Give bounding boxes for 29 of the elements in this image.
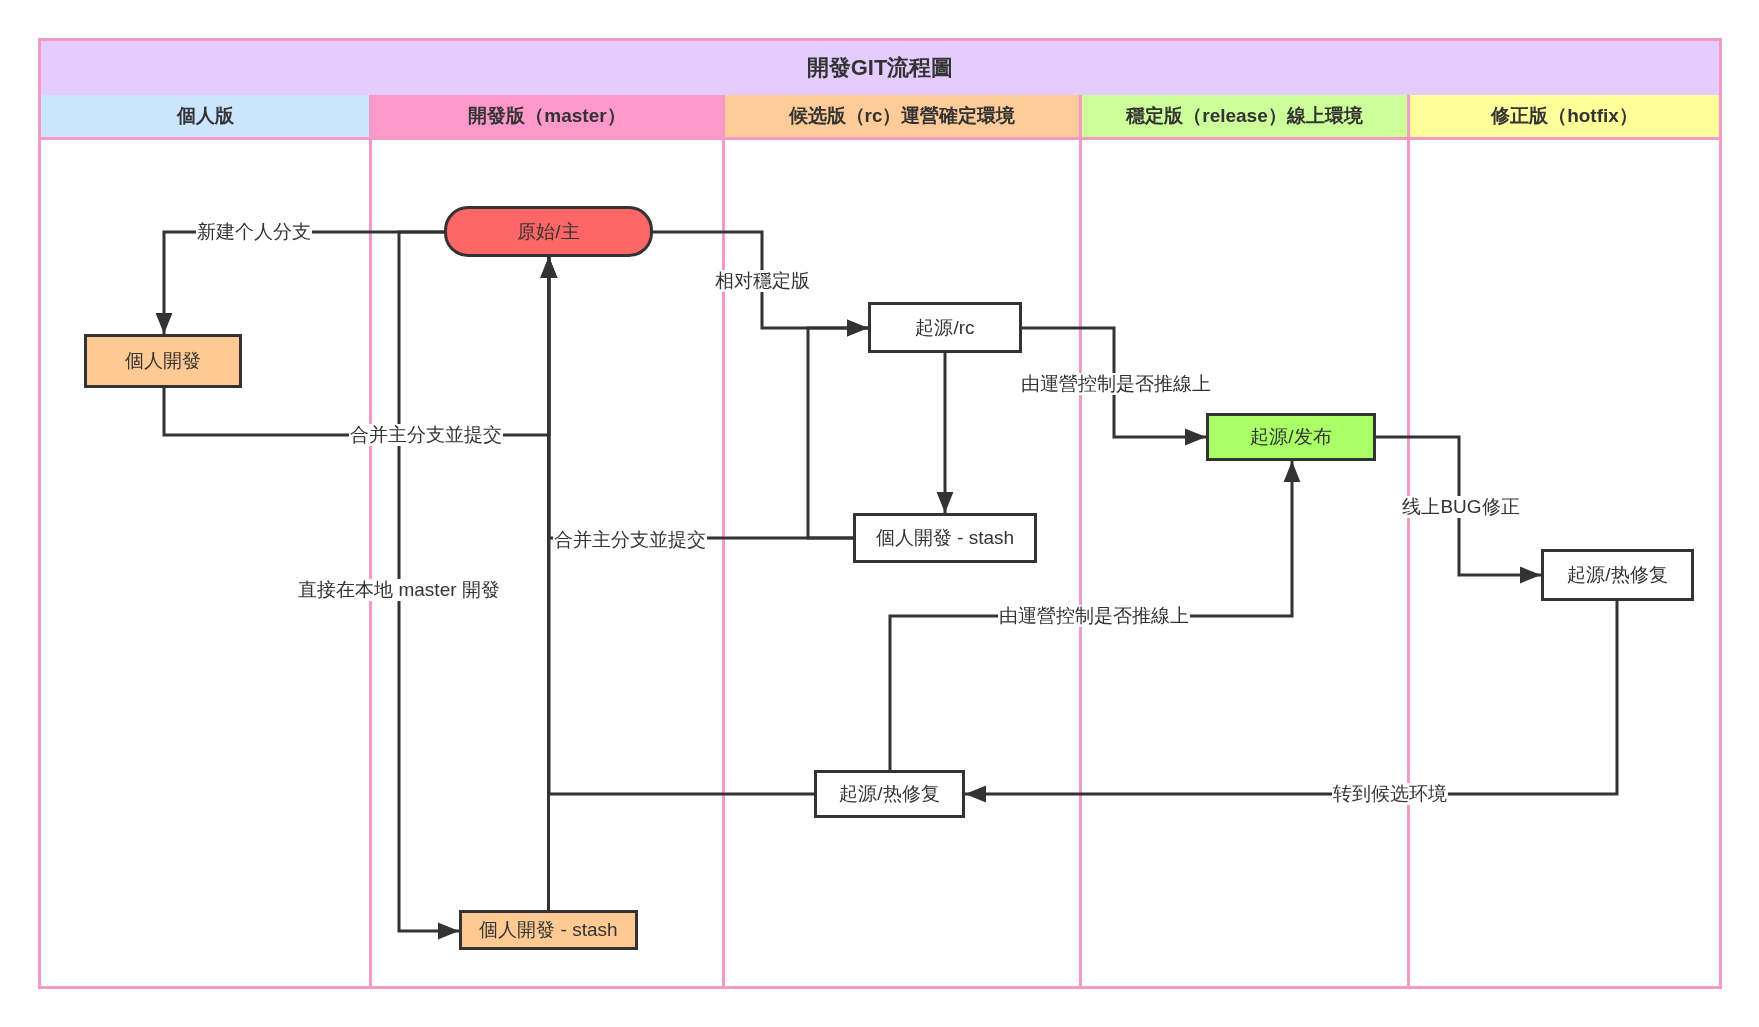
- lane-header: 穩定版（release）線上環境: [1082, 95, 1407, 140]
- arrow: [1376, 435, 1541, 584]
- process-box: 起源/热修复: [814, 770, 965, 818]
- process-box: 個人開發 - stash: [459, 910, 638, 950]
- arrow: [1022, 326, 1206, 446]
- edge-label: 线上BUG修正: [1401, 496, 1521, 518]
- edge-label: 转到候选环境: [1332, 783, 1448, 805]
- process-box: 個人開發: [84, 334, 242, 388]
- edge-label: 相对穩定版: [713, 270, 811, 292]
- process-box: 起源/rc: [868, 302, 1022, 353]
- edge-label: 由運營控制是否推線上: [998, 605, 1190, 627]
- lane-header: 修正版（hotfix）: [1410, 95, 1719, 140]
- edge-label: 合并主分支並提交: [349, 424, 503, 446]
- arrow: [397, 230, 459, 940]
- arrow: [806, 319, 868, 540]
- arrow: [540, 257, 814, 796]
- edge-label: 直接在本地 master 開發: [297, 579, 501, 601]
- title-bar: 開發GIT流程圖: [38, 38, 1722, 98]
- process-box: 起源/热修复: [1541, 549, 1694, 601]
- edge-label: 新建个人分支: [196, 221, 312, 243]
- edge-label: 由運營控制是否推線上: [1020, 373, 1212, 395]
- process-box: 個人開發 - stash: [853, 513, 1037, 563]
- lane-header: 候选版（rc）運營確定環境: [725, 95, 1079, 140]
- lane-header: 開發版（master）: [372, 95, 722, 140]
- arrow: [936, 353, 954, 513]
- process-box: 起源/发布: [1206, 413, 1376, 461]
- rounded-box: 原始/主: [444, 206, 653, 257]
- lane-header: 個人版: [41, 95, 369, 140]
- edge-label: 合并主分支並提交: [553, 529, 707, 551]
